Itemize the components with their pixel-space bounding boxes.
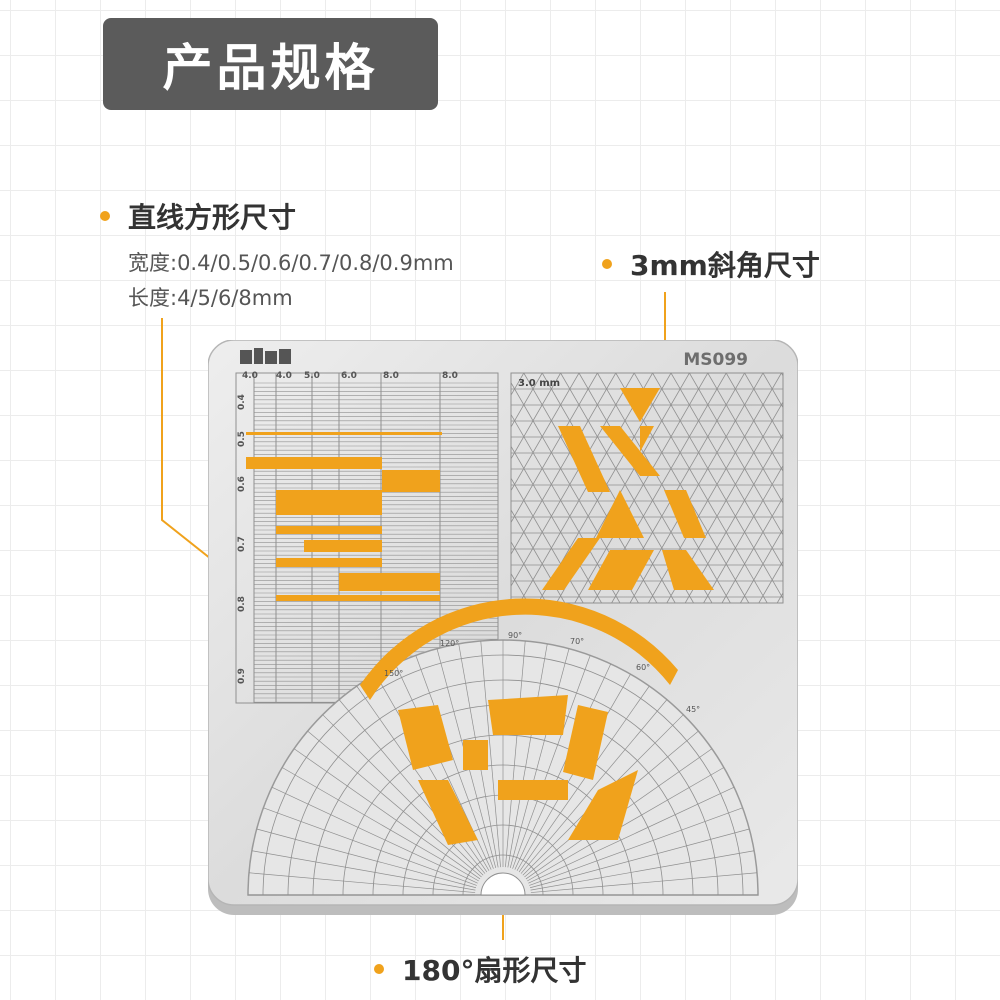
protractor-radial bbox=[528, 786, 735, 884]
triangle-grid-line bbox=[740, 528, 783, 603]
angle-label: 150° bbox=[384, 669, 403, 678]
protractor-radial bbox=[271, 786, 478, 884]
straight-callout-title: 直线方形尺寸 bbox=[128, 201, 297, 234]
width-label: 0.4 bbox=[237, 394, 247, 410]
triangle-grid-line bbox=[684, 433, 783, 603]
length-label: 4.0 bbox=[276, 371, 292, 381]
protractor-radial bbox=[530, 872, 758, 893]
model-label: MS099 bbox=[683, 350, 748, 370]
bevel-triangle-section: 3.0 mm bbox=[510, 372, 784, 604]
triangle-grid-line bbox=[725, 373, 783, 473]
protractor-radial bbox=[281, 767, 479, 882]
width-label: 0.9 bbox=[237, 668, 247, 684]
protractor-radial bbox=[248, 872, 476, 893]
protractor-radial bbox=[415, 655, 494, 869]
protractor-radial bbox=[530, 850, 755, 891]
protractor-radial bbox=[338, 699, 486, 874]
angle-label: 120° bbox=[440, 639, 459, 648]
length-label: 4.0 bbox=[242, 371, 258, 381]
protractor-radial bbox=[256, 828, 477, 889]
triangle-grid bbox=[511, 373, 783, 603]
brand-logo-icon bbox=[240, 348, 291, 364]
protractor-radial bbox=[518, 685, 650, 873]
protractor-radial bbox=[251, 850, 476, 891]
protractor-radial bbox=[293, 748, 481, 880]
triangle-grid-line bbox=[670, 373, 783, 568]
triangle-grid-line bbox=[597, 373, 731, 603]
protractor-radial bbox=[263, 807, 477, 886]
protractor-radial bbox=[507, 643, 548, 868]
protractor-radial bbox=[322, 714, 484, 876]
triangle-grid-line bbox=[629, 373, 764, 603]
straight-line-cutouts bbox=[246, 432, 442, 601]
triangle-grid-line bbox=[574, 373, 709, 603]
protractor-radial bbox=[529, 807, 743, 886]
triangle-grid-line bbox=[707, 373, 783, 504]
page-title: 产品规格 bbox=[103, 18, 438, 110]
triangle-grid-line bbox=[511, 373, 598, 524]
stencil-plate: MS099 4.0 4.0 5.0 6.0 8.0 8.0 0.4 0.5 0.… bbox=[208, 340, 798, 915]
protractor-radial bbox=[307, 730, 482, 878]
triangle-grid-line bbox=[744, 373, 783, 441]
protractor-radial bbox=[514, 663, 612, 870]
width-spec: 宽度:0.4/0.5/0.6/0.7/0.8/0.9mm bbox=[128, 251, 454, 275]
length-label: 8.0 bbox=[442, 371, 458, 381]
triangle-grid-line bbox=[511, 373, 561, 460]
triangle-grid-line bbox=[633, 373, 768, 603]
protractor-center-hole bbox=[480, 872, 526, 896]
width-label: 0.7 bbox=[237, 536, 247, 552]
protractor-radial bbox=[512, 655, 591, 869]
triangle-grid-line bbox=[721, 496, 783, 603]
triangle-grid-line bbox=[703, 464, 783, 603]
triangle-grid-line bbox=[511, 373, 543, 428]
triangle-grid-line bbox=[511, 413, 621, 603]
orange-dot-icon bbox=[100, 211, 110, 221]
triangle-grid-line bbox=[519, 373, 653, 603]
triangle-grid-line bbox=[511, 373, 617, 556]
protractor-radial bbox=[527, 767, 725, 882]
triangle-grid-line bbox=[511, 373, 635, 587]
horizontal-rule-lines bbox=[254, 382, 498, 703]
length-label: 5.0 bbox=[304, 371, 320, 381]
triangle-grid-line bbox=[652, 373, 783, 600]
sector-callout-title: 180°扇形尺寸 bbox=[402, 954, 587, 987]
straight-line-section: 4.0 4.0 5.0 6.0 8.0 8.0 0.4 0.5 0.6 0.7 … bbox=[235, 371, 499, 704]
length-label: 6.0 bbox=[341, 371, 357, 381]
protractor-radial bbox=[520, 699, 668, 874]
triangle-grid-line bbox=[541, 373, 676, 603]
protractor-radial bbox=[480, 640, 501, 868]
bevel-callout-title: 3mm斜角尺寸 bbox=[630, 249, 820, 282]
orange-dot-icon bbox=[602, 259, 612, 269]
length-spec: 长度:4/5/6/8mm bbox=[128, 286, 293, 310]
width-label: 0.8 bbox=[237, 596, 247, 612]
triangle-grid-line bbox=[758, 560, 783, 603]
triangle-size-label: 3.0 mm bbox=[518, 378, 560, 389]
width-label: 0.6 bbox=[237, 476, 247, 492]
protractor-radial bbox=[529, 828, 750, 889]
length-label: 8.0 bbox=[383, 371, 399, 381]
angle-label: 70° bbox=[570, 637, 584, 646]
protractor-section: 150° 120° 90° 70° 60° 45° bbox=[247, 598, 759, 896]
orange-dot-icon bbox=[374, 964, 384, 974]
triangle-grid-line bbox=[511, 540, 547, 603]
width-label: 0.5 bbox=[237, 431, 247, 447]
angle-label: 45° bbox=[686, 705, 700, 714]
triangle-grid-line bbox=[511, 373, 580, 492]
protractor-grid bbox=[248, 640, 758, 896]
angle-label: 90° bbox=[508, 631, 522, 640]
sector-cutouts bbox=[360, 598, 678, 845]
protractor-radial bbox=[509, 648, 570, 869]
bevel-cutouts bbox=[542, 388, 714, 590]
protractor-radial bbox=[505, 640, 526, 868]
angle-label: 60° bbox=[636, 663, 650, 672]
triangle-grid-line bbox=[511, 509, 566, 603]
triangle-grid-line bbox=[689, 373, 783, 536]
